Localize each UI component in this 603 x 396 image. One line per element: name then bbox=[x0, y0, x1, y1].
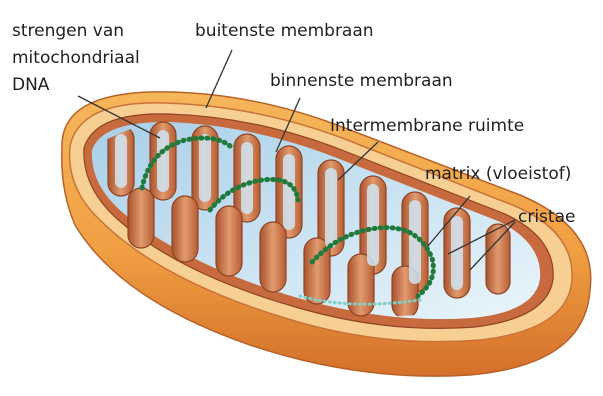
label-cristae: cristae bbox=[518, 206, 575, 228]
label-dna-line2: mitochondriaal bbox=[12, 47, 140, 69]
label-outer-membrane: buitenste membraan bbox=[195, 20, 374, 42]
label-inner-membrane: binnenste membraan bbox=[270, 70, 453, 92]
label-dna-line3: DNA bbox=[12, 74, 49, 96]
label-dna-line1: strengen van bbox=[12, 20, 124, 42]
label-intermembrane-space: Intermembrane ruimte bbox=[330, 115, 524, 137]
label-matrix: matrix (vloeistof) bbox=[425, 163, 571, 185]
